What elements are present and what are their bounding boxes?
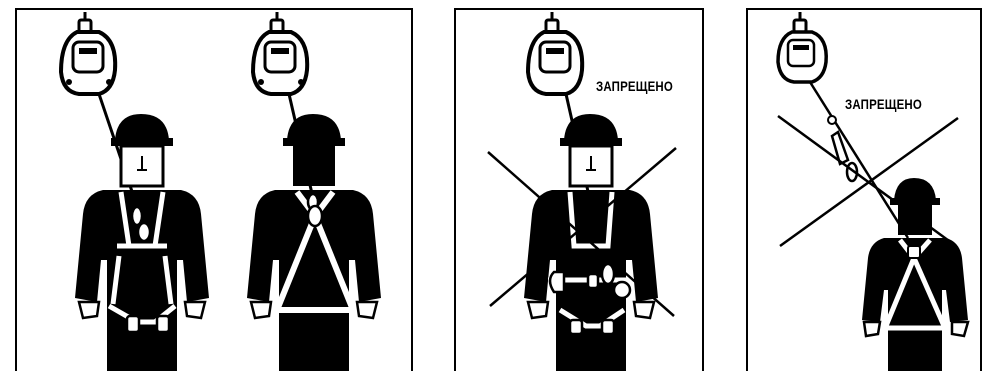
panel-correct-use (15, 8, 413, 371)
panel-forbidden-angle: ЗАПРЕЩЕНО (746, 8, 982, 371)
helmet (115, 114, 169, 140)
hook-icon (546, 12, 558, 32)
forbidden-label: ЗАПРЕЩЕНО (845, 96, 922, 112)
self-retracting-lifeline-icon (528, 32, 582, 94)
hook-icon (794, 12, 806, 32)
correct-use-illustration (17, 10, 413, 371)
hook-icon (79, 12, 91, 32)
cross-out-icon (778, 116, 958, 246)
forbidden-angle-illustration (748, 10, 982, 371)
self-retracting-lifeline-icon (61, 32, 115, 94)
self-retracting-lifeline-icon (253, 32, 307, 94)
figure-back (247, 12, 381, 371)
self-retracting-lifeline-icon (778, 32, 826, 82)
forbidden-label: ЗАПРЕЩЕНО (596, 78, 673, 94)
figure-front (61, 12, 209, 371)
panel-forbidden-front: ЗАПРЕЩЕНО (454, 8, 704, 371)
forbidden-front-illustration (456, 10, 704, 371)
hook-icon (271, 12, 283, 32)
